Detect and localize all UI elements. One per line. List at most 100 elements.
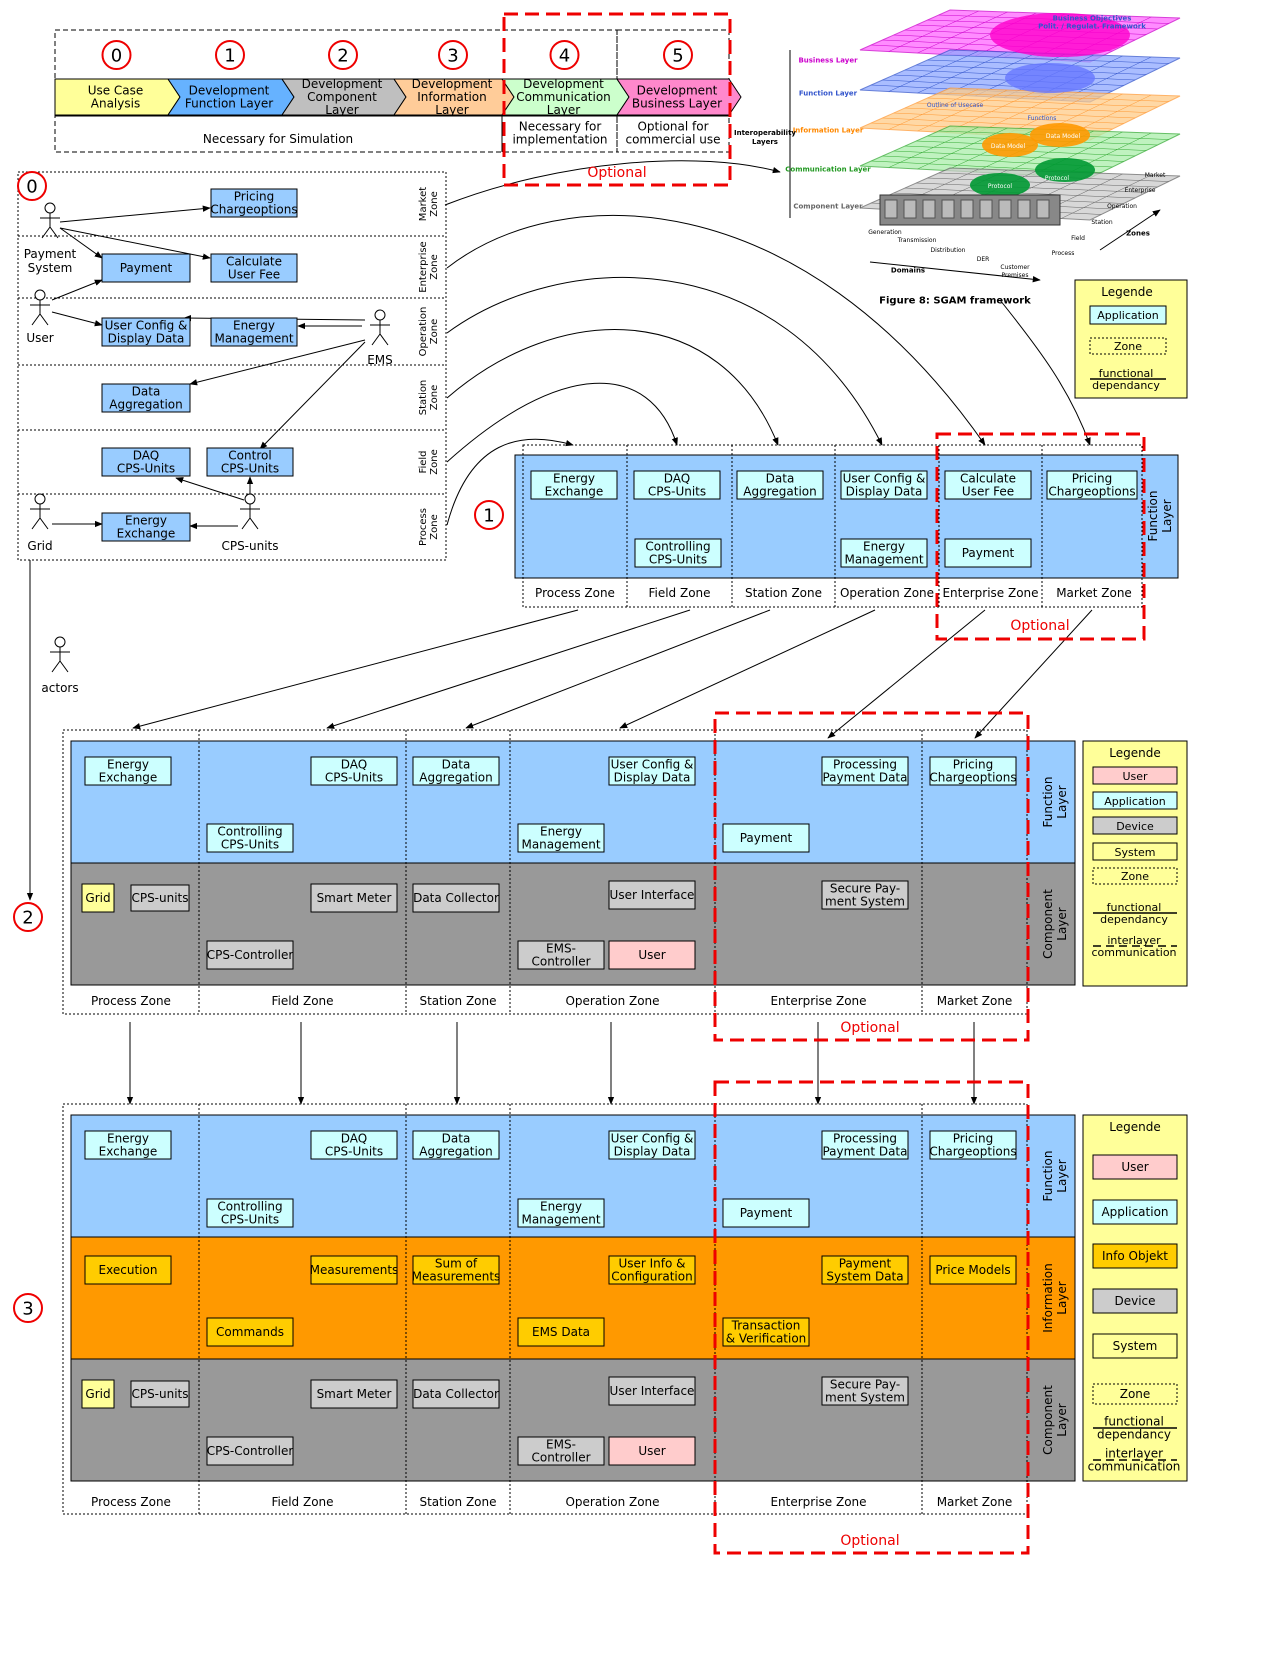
step1-application	[944, 470, 1032, 500]
label-line: Display Data	[614, 1145, 691, 1159]
uc-zone-label: StationZone	[418, 380, 440, 416]
uc-dependency-arrow	[259, 341, 366, 450]
label-line: Display Data	[108, 332, 185, 346]
label-line: Controlling	[217, 825, 282, 839]
label-line: Energy	[125, 514, 167, 528]
sgam-framework-figure	[789, 9, 1181, 283]
optional-region	[713, 711, 1030, 1042]
step2-component	[821, 880, 909, 910]
legend-swatch	[1092, 1199, 1178, 1225]
label-line: Polit. / Regulat. Framework	[1038, 22, 1146, 30]
label-line: User	[1121, 1160, 1148, 1174]
label-line: Enterprise Zone	[942, 586, 1038, 600]
uc-application	[101, 317, 191, 347]
zones-title: Zones	[1126, 229, 1150, 237]
label-line: Payment	[740, 1206, 793, 1220]
label-line: EMS-	[546, 1438, 576, 1452]
step2-component	[130, 884, 190, 912]
step2-component-label: Data Collector	[413, 891, 499, 905]
step-number: 4	[559, 45, 570, 66]
actor-head	[54, 636, 66, 648]
step1-application	[840, 538, 928, 568]
label-line: Enterprise Zone	[770, 1495, 866, 1509]
label-line: Process Zone	[91, 1495, 171, 1509]
label-line: Business Layer	[798, 56, 858, 64]
legend-item: Zone	[1120, 1387, 1151, 1401]
sgam-layer-label: Communication Layer	[785, 165, 871, 173]
label-line: Field	[1071, 235, 1085, 242]
uc-zone-label: EnterpriseZone	[418, 241, 440, 292]
step2-component-label: User	[638, 948, 665, 962]
uc-zone-label: OperationZone	[418, 307, 440, 357]
step3-application	[608, 1130, 696, 1160]
label-line: 2	[337, 45, 348, 66]
step-number: 5	[672, 45, 683, 66]
sgam-zone-label: Market	[1145, 172, 1166, 179]
uc-application	[101, 512, 191, 542]
label-line: 0	[26, 176, 37, 197]
zone-label: Enterprise Zone	[770, 1495, 866, 1509]
mapping-arrow	[446, 214, 986, 446]
uc-dependency-arrow	[175, 477, 245, 501]
label-line: Optional for	[637, 120, 708, 134]
legend-item: Zone	[1121, 870, 1149, 883]
business-ellipse	[990, 13, 1130, 57]
data-model-label: Data Model	[1046, 133, 1081, 140]
label-line: commercial use	[625, 133, 720, 147]
step3-application	[821, 1130, 909, 1160]
step1-application-label: Payment	[962, 546, 1015, 560]
label-line: DAQ	[664, 472, 690, 486]
label-line: Info Objekt	[1102, 1249, 1168, 1263]
label-line: dependancy	[1097, 1428, 1171, 1442]
zone-label: Station Zone	[745, 586, 822, 600]
user-actor	[30, 289, 50, 326]
label-line: Function	[1146, 490, 1160, 541]
label-line: dependancy	[1100, 913, 1168, 926]
label-line: Processing	[833, 1132, 897, 1146]
step2-component-label: Secure Pay-ment System	[825, 882, 905, 909]
step-number-circle	[663, 40, 693, 70]
zone-label: Enterprise Zone	[942, 586, 1038, 600]
layer-label: FunctionLayer	[1041, 776, 1069, 827]
label-line: Layer	[435, 103, 469, 117]
label-line: Zone	[1120, 1387, 1151, 1401]
step2-component-label: CPS-Controller	[207, 948, 294, 962]
label-line: Figure 8: SGAM framework	[879, 296, 1031, 307]
label-line: Management	[214, 332, 293, 346]
legend-swatch	[1092, 1288, 1178, 1314]
step-number-circle	[328, 40, 358, 70]
label-line: User Interface	[610, 1384, 695, 1398]
actor-head	[374, 309, 386, 321]
label-line: CPS-Units	[325, 1145, 383, 1159]
zone-label: Process Zone	[91, 1495, 171, 1509]
label-line: Secure Pay-	[830, 1378, 900, 1392]
step3-component-label: User Interface	[610, 1384, 695, 1398]
label-line: Execution	[99, 1263, 158, 1277]
uc-dependency-arrow	[59, 227, 211, 260]
step1-zone-frame	[522, 444, 1143, 608]
label-line: Operation	[418, 307, 429, 357]
step2-application	[310, 756, 398, 786]
component-device	[1036, 199, 1050, 219]
zone-label: Market Zone	[1056, 586, 1132, 600]
label-line: functional	[1104, 1415, 1164, 1429]
label-line: Energy	[540, 825, 582, 839]
component-device	[941, 199, 955, 219]
label-line: implementation	[512, 133, 607, 147]
step3-component	[608, 1436, 696, 1466]
step3-application	[722, 1198, 810, 1228]
label-line: Commands	[216, 1325, 284, 1339]
legend-item: Info Objekt	[1102, 1249, 1168, 1263]
label-line: DER	[977, 256, 990, 263]
label-line: User Interface	[610, 888, 695, 902]
label-line: 1	[483, 505, 494, 526]
step-number-circle	[13, 1293, 43, 1323]
step3-info-object	[722, 1317, 810, 1347]
sgam-caption: Figure 8: SGAM framework	[879, 296, 1031, 307]
